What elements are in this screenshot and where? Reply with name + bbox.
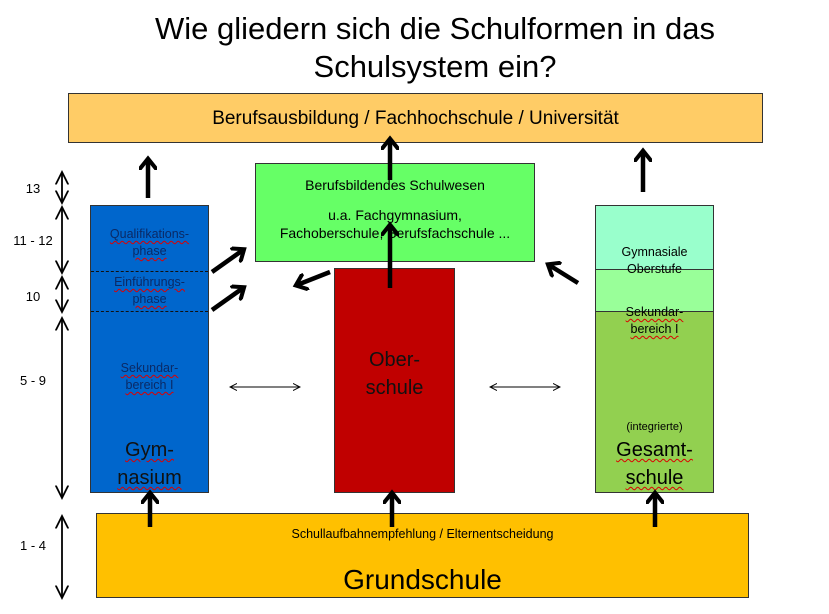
grade-label: 13 bbox=[25, 181, 41, 196]
gymnasium-column: Qualifikations-phase Einführungs-phase S… bbox=[90, 205, 209, 493]
arrow-diagonal-icon bbox=[549, 265, 580, 285]
title-line-1: Wie gliedern sich die Schulformen in das bbox=[155, 11, 715, 46]
vocational-box: Berufsbildendes Schulwesen u.a. Fachgymn… bbox=[255, 163, 535, 262]
transition-band bbox=[596, 270, 713, 312]
oberschule-name: Ober-schule bbox=[335, 346, 454, 402]
ein-line-1: Einführungs- bbox=[114, 275, 185, 289]
sek-line-1: Sekundar- bbox=[625, 305, 684, 319]
title: Wie gliedern sich die Schulformen in das… bbox=[60, 10, 810, 86]
grade-label: 11 - 12 bbox=[13, 233, 53, 248]
arrow-diagonal-icon bbox=[210, 250, 243, 274]
gesamtschule-name: Gesamt-schule bbox=[596, 436, 713, 492]
vocational-title: Berufsbildendes Schulwesen bbox=[305, 177, 485, 193]
ober-line-1: Ober- bbox=[368, 349, 421, 371]
ges-line-2: schule bbox=[625, 467, 684, 489]
grundschule-name: Grundschule bbox=[343, 564, 502, 595]
vocational-line-1: u.a. Fachgymnasium, bbox=[328, 207, 462, 223]
grade-label: 1 - 4 bbox=[19, 538, 46, 553]
qual-line-1: Qualifikations- bbox=[109, 227, 190, 241]
introduction-phase: Einführungs-phase bbox=[91, 274, 208, 308]
divider bbox=[91, 271, 208, 272]
oberschule-column: Ober-schule bbox=[334, 268, 455, 493]
secondary-1: Sekundar-bereich I bbox=[596, 304, 713, 338]
arrow-diagonal-icon bbox=[210, 288, 243, 312]
ober-line-2: schule bbox=[365, 377, 424, 399]
sek-line-1: Sekundar- bbox=[120, 361, 179, 375]
gym-line-1: Gym- bbox=[125, 439, 174, 461]
secondary-1: Sekundar-bereich I bbox=[91, 360, 208, 394]
sek-line-2: bereich I bbox=[630, 322, 679, 336]
divider bbox=[91, 311, 208, 312]
gos-line-2: Oberstufe bbox=[627, 262, 682, 276]
gym-line-2: nasium bbox=[117, 467, 182, 489]
arrow-diagonal-icon bbox=[297, 269, 331, 285]
grade-label: 10 bbox=[25, 289, 41, 304]
gymnasium-name: Gym-nasium bbox=[91, 436, 208, 492]
title-line-2: Schulsystem ein? bbox=[313, 49, 557, 84]
ein-line-2: phase bbox=[132, 292, 167, 306]
gos-line-1: Gymnasiale bbox=[621, 245, 688, 259]
grundschule-box: Schullaufbahnempfehlung / Elternentschei… bbox=[96, 513, 749, 598]
higher-education-box: Berufsausbildung / Fachhochschule / Univ… bbox=[68, 93, 763, 143]
integrated-label: (integrierte) bbox=[626, 421, 683, 433]
qualification-phase: Qualifikations-phase bbox=[91, 226, 208, 260]
higher-education-label: Berufsausbildung / Fachhochschule / Univ… bbox=[212, 108, 619, 129]
ges-line-1: Gesamt- bbox=[616, 439, 693, 461]
qual-line-2: phase bbox=[132, 244, 167, 258]
recommendation-note: Schullaufbahnempfehlung / Elternentschei… bbox=[291, 527, 554, 541]
grade-label: 5 - 9 bbox=[19, 373, 46, 388]
sek-line-2: bereich I bbox=[125, 378, 174, 392]
upper-stage-band bbox=[596, 206, 713, 270]
